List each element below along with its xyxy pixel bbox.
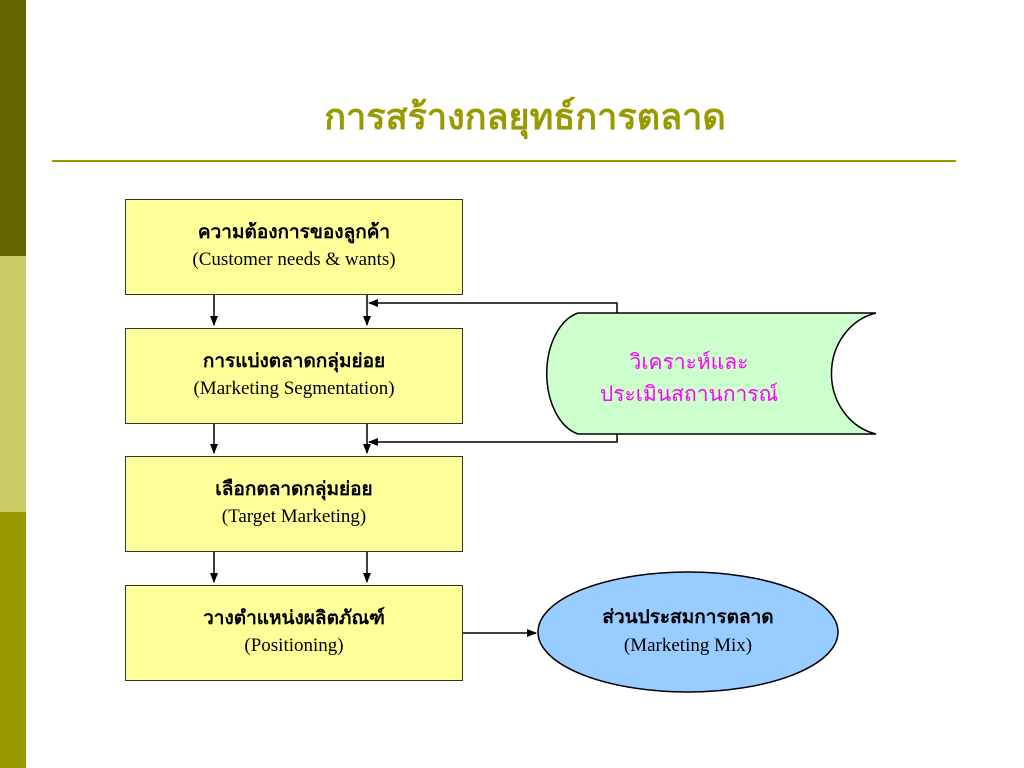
marketing-mix-th: ส่วนประสมการตลาด	[602, 606, 774, 628]
step-customer-needs: ความต้องการของลูกค้า (Customer needs & w…	[125, 199, 463, 295]
analysis-line-1: วิเคราะห์และ	[629, 350, 749, 374]
arrow-analysis-to-lower-link	[368, 434, 618, 446]
step-title-en: (Target Marketing)	[221, 506, 367, 527]
step-title-en: (Positioning)	[244, 635, 344, 656]
analysis-label: วิเคราะห์และ ประเมินสถานการณ์	[560, 342, 818, 414]
marketing-mix-ellipse	[537, 571, 839, 693]
step-targeting: เลือกตลาดกลุ่มย่อย (Target Marketing)	[125, 456, 463, 552]
step-title-th: การแบ่งตลาดกลุ่มย่อย	[202, 350, 386, 372]
step-positioning: วางตำแหน่งผลิตภัณฑ์ (Positioning)	[125, 585, 463, 681]
step-title-th: เลือกตลาดกลุ่มย่อย	[215, 478, 373, 500]
slide-title: การสร้างกลยุทธ์การตลาด	[324, 96, 726, 138]
marketing-mix-en: (Marketing Mix)	[623, 635, 753, 656]
sidebar-band-olive	[0, 512, 26, 768]
title-divider	[52, 160, 956, 162]
step-title-en: (Marketing Segmentation)	[193, 378, 395, 399]
sidebar-band-light	[0, 256, 26, 512]
step-segmentation: การแบ่งตลาดกลุ่มย่อย (Marketing Segmenta…	[125, 328, 463, 424]
sidebar-band-dark	[0, 0, 26, 256]
step-title-en: (Customer needs & wants)	[192, 249, 396, 270]
arrow-analysis-to-upper-link	[368, 299, 618, 313]
step-title-th: ความต้องการของลูกค้า	[197, 221, 391, 243]
marketing-mix-label: ส่วนประสมการตลาด (Marketing Mix)	[538, 600, 838, 664]
analysis-line-2: ประเมินสถานการณ์	[599, 382, 779, 406]
analysis-storage-shape	[545, 312, 877, 435]
step-title-th: วางตำแหน่งผลิตภัณฑ์	[203, 607, 385, 629]
